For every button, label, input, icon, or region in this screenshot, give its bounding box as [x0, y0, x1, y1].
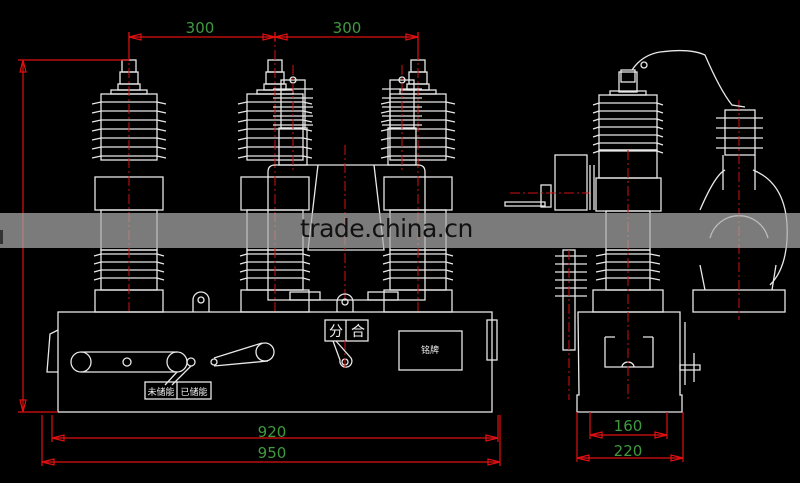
- lug-center: [336, 293, 354, 312]
- dim-950-arrow-right: [487, 458, 501, 466]
- side-shed: [592, 118, 664, 122]
- side-mechanism-box: [554, 154, 588, 211]
- watermark-edge: [0, 230, 3, 244]
- link-circle-2: [166, 351, 188, 373]
- dim-pole-spacing-2: 300: [333, 19, 362, 37]
- side-handle-bolt: [679, 364, 701, 371]
- side-terminal: [620, 69, 636, 83]
- side-terminal-body: [618, 71, 638, 93]
- dim-300-a-arrow-right: [262, 33, 276, 41]
- label-charged: 已储能: [180, 386, 207, 398]
- dim-160-arrow-left: [589, 431, 603, 439]
- side-shed: [592, 102, 664, 106]
- pole-1-lower-shed: [93, 277, 165, 281]
- frame-slot-left: [289, 291, 321, 301]
- pole-1-shed: [91, 119, 167, 123]
- side-shed: [592, 110, 664, 114]
- mechanism-shaft: [504, 201, 546, 207]
- pole-1-shed: [91, 155, 167, 159]
- pole-2-shed: [237, 119, 313, 123]
- dim-300-b-arrow-left: [274, 33, 288, 41]
- storage-indicator: [144, 381, 212, 400]
- u-bracket: [604, 336, 654, 368]
- dim-width-950: 950: [258, 444, 287, 462]
- pole-1-shed: [91, 101, 167, 105]
- dim-side-160: 160: [614, 417, 643, 435]
- dim-side-220: 220: [614, 442, 643, 460]
- pole-3-shed: [380, 101, 456, 105]
- dim-950-arrow-left: [41, 458, 55, 466]
- side-shed: [592, 134, 664, 138]
- dim-300-b-arrow-right: [405, 33, 419, 41]
- link-pivot-1: [122, 357, 132, 367]
- dim-width-920: 920: [258, 423, 287, 441]
- wire-lug: [640, 61, 648, 69]
- ct-neck: [722, 155, 756, 190]
- watermark-text: trade.china.cn: [300, 214, 473, 243]
- nameplate-box: [398, 330, 463, 371]
- dim-920-arrow-right: [485, 434, 499, 442]
- dim-920-arrow-left: [51, 434, 65, 442]
- spring-link: [81, 351, 177, 373]
- watermark-band: [0, 213, 800, 248]
- link-pivot-3: [210, 358, 218, 366]
- dim-220-arrow-left: [576, 454, 590, 462]
- side-shed: [592, 126, 664, 130]
- pole-3-shed: [380, 137, 456, 141]
- pole-2-shed: [237, 101, 313, 105]
- middle-trapezoid: [307, 164, 385, 251]
- frame-slot-right: [367, 291, 399, 301]
- pole-3-lower-shed: [382, 277, 454, 281]
- label-close: 合: [351, 324, 365, 340]
- link-circle-1: [70, 351, 92, 373]
- side-cabinet: [576, 311, 683, 413]
- label-open: 分: [329, 324, 343, 340]
- dim-160-arrow-right: [654, 431, 668, 439]
- pole-2-shed: [237, 155, 313, 159]
- ct-insulator: [724, 109, 756, 156]
- lug-left: [192, 291, 210, 312]
- label-not-charged: 未储能: [147, 386, 174, 398]
- mechanism-cabinet: [57, 311, 493, 413]
- lever-arm: [213, 342, 269, 367]
- side-lower-shed: [595, 269, 661, 273]
- middle-frame: [267, 164, 426, 301]
- pole-1-shed: [91, 137, 167, 141]
- dim-220-arrow-right: [670, 454, 684, 462]
- ct-legs: [699, 264, 777, 291]
- link-circle-3: [255, 342, 275, 362]
- dim-pole-spacing-1: 300: [186, 19, 215, 37]
- lug-left-hole: [197, 296, 205, 304]
- pole-3-shed: [380, 155, 456, 159]
- dim-height-arrow-bottom: [19, 399, 27, 413]
- operating-lever: [332, 340, 353, 368]
- link-pivot-2: [186, 357, 196, 367]
- dim-height-arrow-top: [19, 59, 27, 73]
- label-nameplate: 铭牌: [421, 344, 439, 356]
- right-side-bracket: [486, 319, 498, 361]
- pole-3-shed: [380, 119, 456, 123]
- connecting-wire: [631, 49, 746, 108]
- side-handle: [46, 329, 59, 373]
- pole-2-shed: [237, 137, 313, 141]
- side-shed: [592, 142, 664, 146]
- pole-2-lower-shed: [239, 277, 311, 281]
- mechanism-plate: [540, 184, 552, 208]
- dim-300-a-arrow-left: [128, 33, 142, 41]
- lug-center-hole: [341, 298, 349, 306]
